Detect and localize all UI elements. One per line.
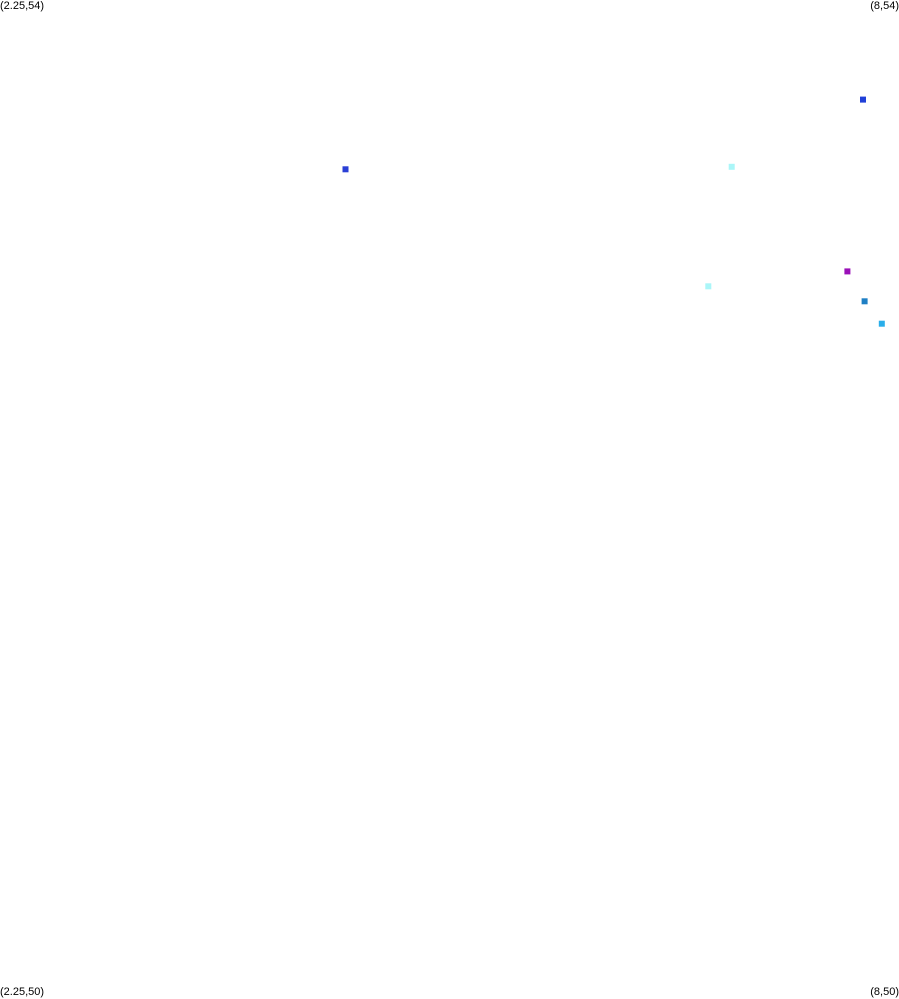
scatter-point-3 <box>728 163 735 170</box>
corner-label-top-left: (2.25,54) <box>0 0 45 12</box>
scatter-point-1 <box>860 96 866 103</box>
scatter-point-5 <box>705 283 712 290</box>
corner-label-bottom-right: (8,50) <box>870 986 899 998</box>
scatter-point-4 <box>844 268 851 275</box>
corner-label-top-right: (8,54) <box>870 0 899 12</box>
points-layer <box>342 96 885 327</box>
scatter-point-2 <box>342 166 349 173</box>
corner-label-bottom-left: (2.25,50) <box>0 986 45 998</box>
scatter-point-7 <box>878 320 885 327</box>
scatter-point-6 <box>861 298 868 305</box>
